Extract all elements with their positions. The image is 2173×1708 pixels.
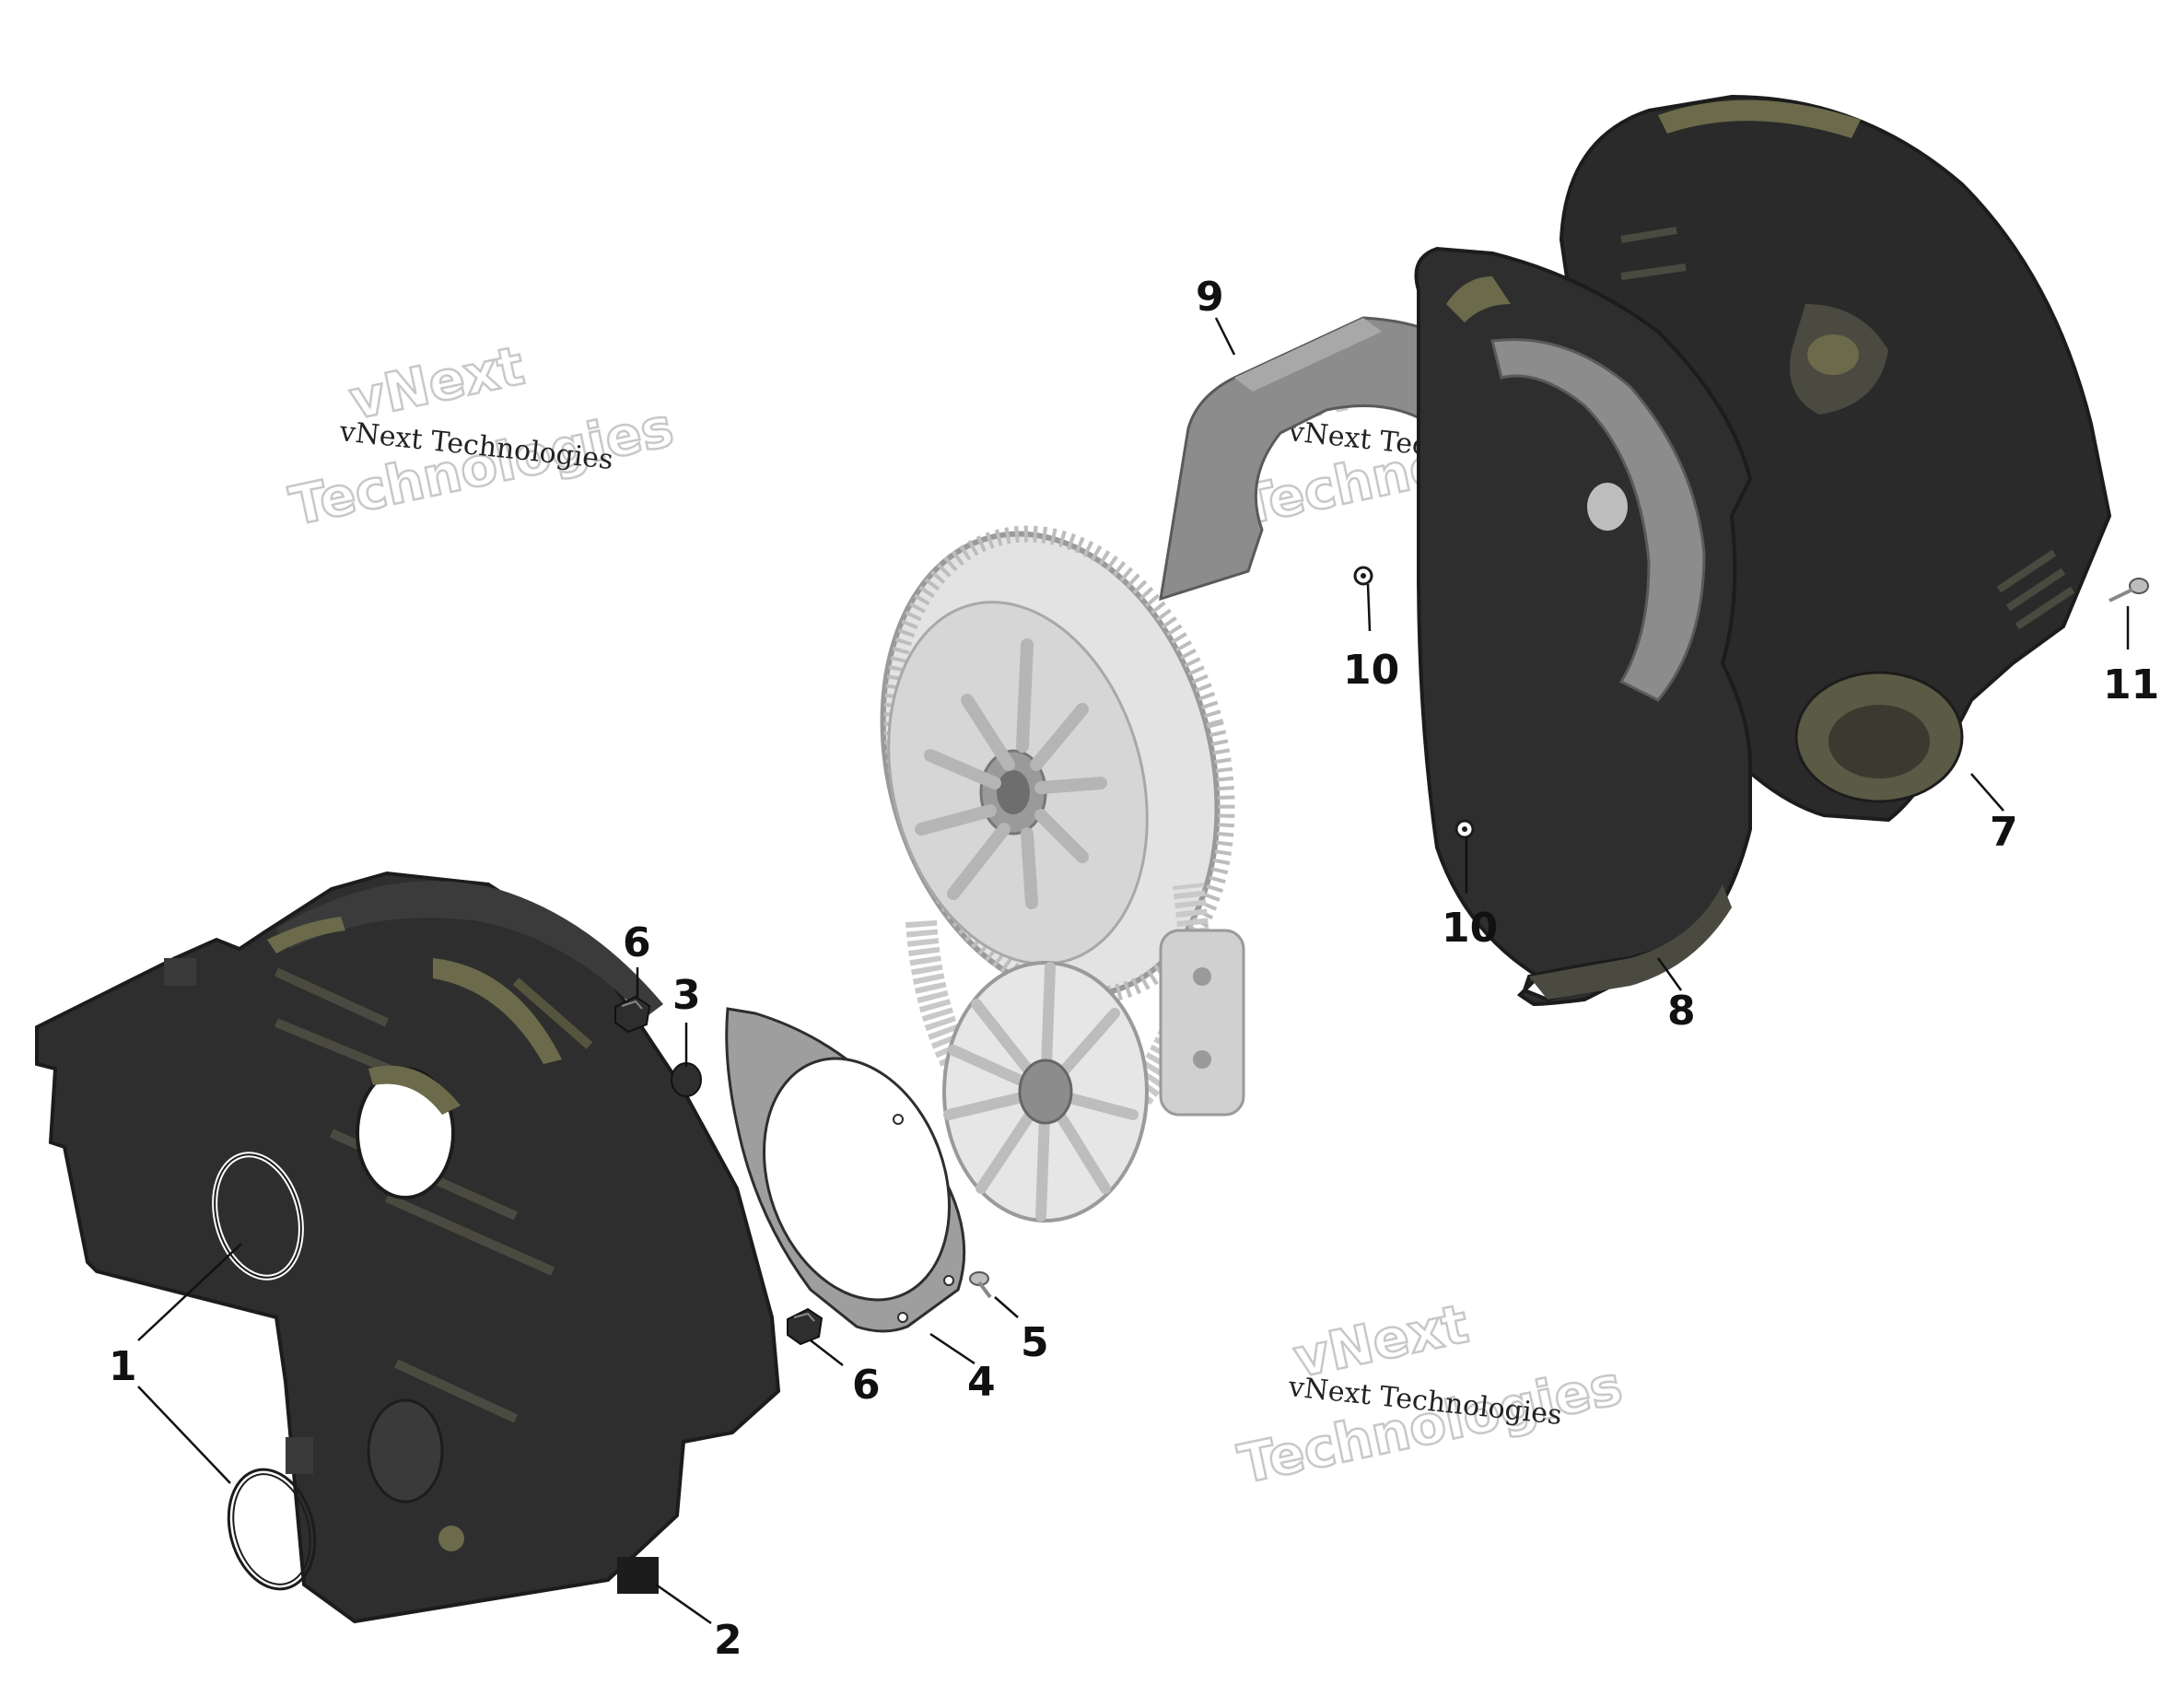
- plug-part: [671, 1062, 702, 1097]
- leader-5: [994, 1296, 1019, 1318]
- driven-pulley-belt: [880, 525, 1235, 1158]
- callout-6-lower: 6: [852, 1362, 881, 1409]
- nut-upper-part: [614, 995, 651, 1034]
- drive-pulley-fan: [942, 929, 1245, 1223]
- air-guide-part: [1414, 246, 1753, 1007]
- callout-6-upper: 6: [623, 919, 651, 966]
- callout-5: 5: [1021, 1319, 1049, 1366]
- bearing-plate-part: [725, 1007, 966, 1333]
- watermark-top-left: vNext Technologies vNext Technologies: [284, 333, 680, 539]
- watermark-bottom-right: vNext Technologies vNext Technologies: [1233, 1291, 1629, 1497]
- leader-9: [1214, 317, 1236, 356]
- leader-6b: [810, 1339, 844, 1366]
- callout-2: 2: [714, 1617, 742, 1664]
- screw-right-part: [2109, 578, 2149, 602]
- callout-7: 7: [1990, 809, 2018, 856]
- leader-8: [1656, 957, 1683, 991]
- watermark-big-line1: vNext: [345, 334, 530, 432]
- outer-cover-part: [35, 871, 781, 1624]
- o-ring-upper: [212, 1152, 304, 1281]
- nut-lower-part: [787, 1307, 824, 1346]
- leader-1a: [137, 1243, 242, 1341]
- leader-4: [929, 1332, 976, 1365]
- callout-11: 11: [2103, 661, 2159, 708]
- callout-3: 3: [672, 972, 701, 1019]
- leader-7: [1970, 773, 2004, 812]
- callout-9: 9: [1196, 274, 1224, 321]
- callout-8: 8: [1667, 988, 1696, 1035]
- leader-1b: [137, 1386, 231, 1484]
- leader-10a: [1366, 583, 1372, 632]
- callout-10-lower: 10: [1442, 905, 1498, 952]
- callout-1: 1: [109, 1343, 137, 1390]
- o-ring-lower: [227, 1468, 317, 1591]
- callout-4: 4: [967, 1359, 996, 1406]
- leader-lines: [137, 317, 2130, 1625]
- leader-2: [655, 1583, 712, 1625]
- push-nut-lower-part: [1455, 819, 1475, 839]
- screw-part: [969, 1271, 992, 1299]
- push-nut-upper-part: [1353, 566, 1373, 586]
- callout-10-upper: 10: [1343, 647, 1399, 694]
- callout-labels: 1 2 3 4 5 6 6 7 8 9 10 10 11: [109, 274, 2159, 1664]
